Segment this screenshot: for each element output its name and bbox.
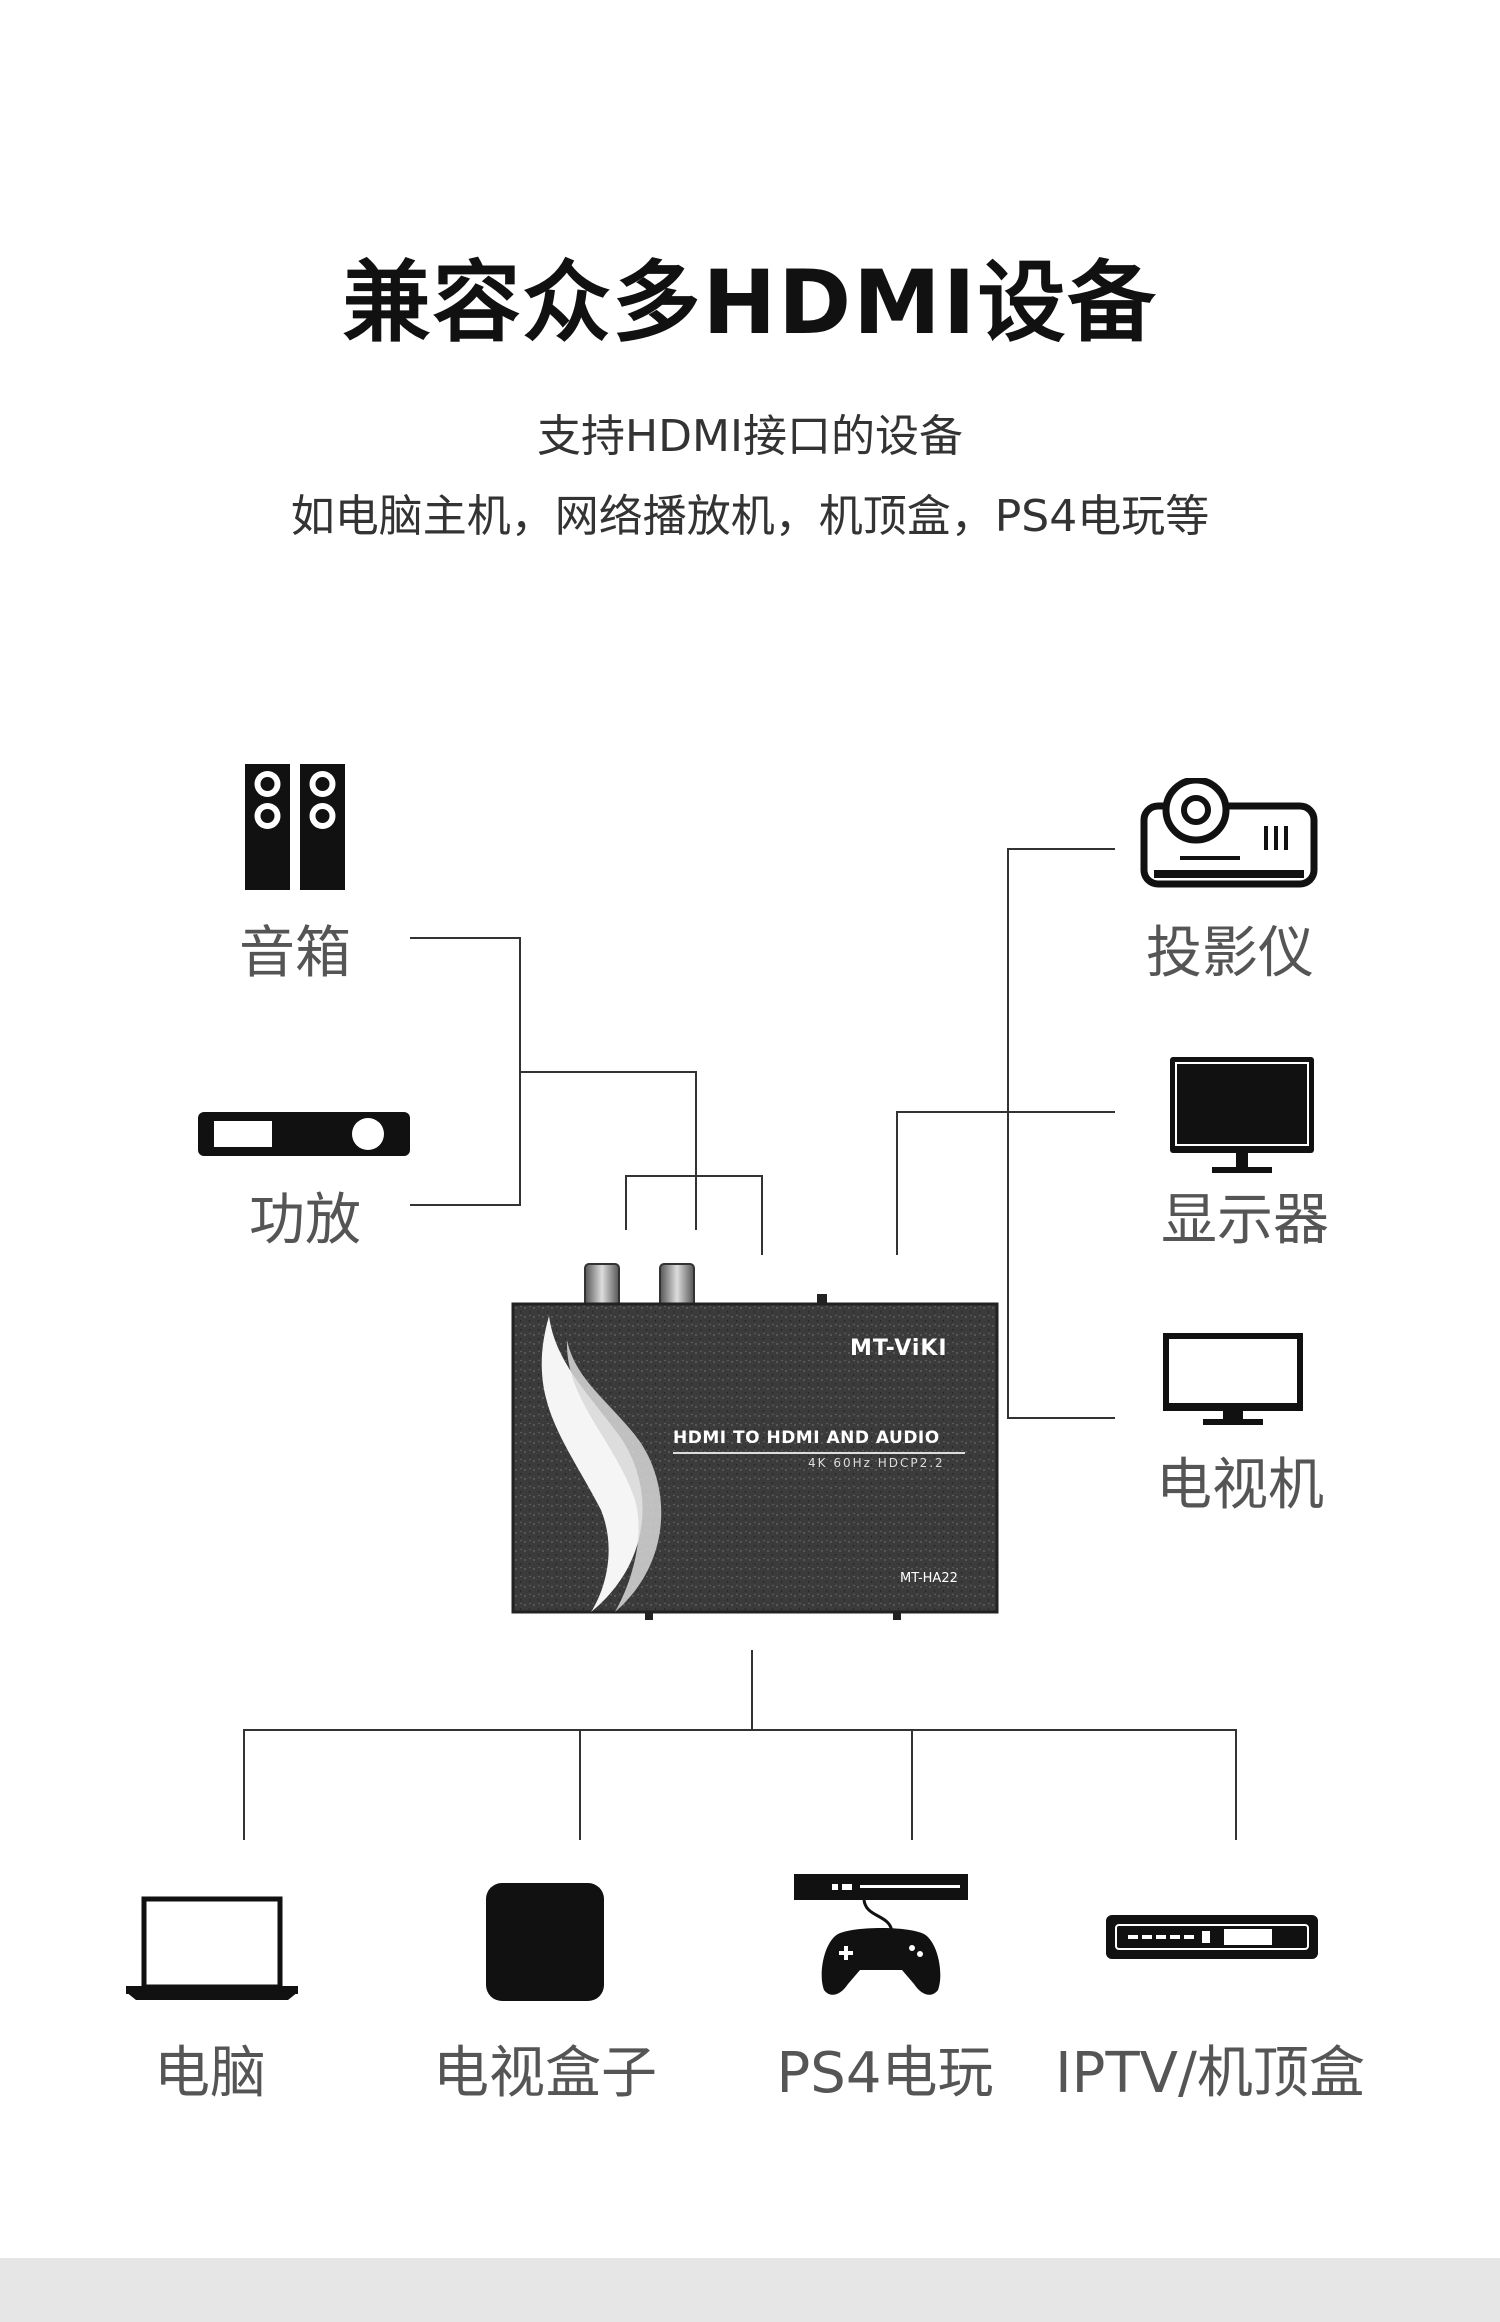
subtitle-line-2: 如电脑主机，网络播放机，机顶盒，PS4电玩等	[290, 491, 1210, 542]
wire-left-bracket	[410, 937, 521, 1206]
page-title: 兼容众多HDMI设备	[342, 251, 1158, 354]
game-console-icon	[794, 1874, 968, 1995]
wire-bottom-bus	[243, 1729, 1237, 1840]
wire-monitor-to-device	[896, 1111, 1115, 1255]
label-speaker: 音箱	[239, 921, 351, 986]
device-product-name: HDMI TO HDMI AND AUDIO	[673, 1428, 940, 1448]
label-monitor: 显示器	[1161, 1188, 1329, 1253]
device-product-underline	[673, 1452, 965, 1454]
label-tv-box: 电视盒子	[433, 2041, 657, 2106]
device-brand: MT-ViKI	[850, 1336, 948, 1361]
bottom-strip	[0, 2258, 1500, 2322]
wire-rca-bridge	[625, 1175, 763, 1255]
tv-icon	[1163, 1333, 1303, 1425]
label-laptop: 电脑	[154, 2041, 266, 2106]
label-game-console: PS4电玩	[776, 2041, 994, 2106]
label-projector: 投影仪	[1146, 921, 1314, 986]
device-model: MT-HA22	[900, 1571, 958, 1586]
wire-right-bracket	[1007, 848, 1115, 1419]
laptop-icon	[126, 1896, 298, 2000]
set-top-box-icon	[1106, 1915, 1318, 1959]
label-tv: 电视机	[1156, 1453, 1324, 1518]
projector-icon	[1140, 778, 1318, 888]
subtitle-line-1: 支持HDMI接口的设备	[537, 411, 963, 462]
label-amplifier: 功放	[249, 1188, 361, 1253]
wire-left-to-device	[520, 1071, 697, 1230]
device-product-spec: 4K 60Hz HDCP2.2	[808, 1456, 945, 1470]
monitor-icon	[1170, 1057, 1314, 1173]
label-set-top-box: IPTV/机顶盒	[1055, 2041, 1365, 2106]
tv-box-icon	[486, 1883, 604, 2001]
hdmi-audio-extractor-device	[511, 1263, 999, 1620]
speaker-icon	[245, 764, 345, 890]
amplifier-icon	[198, 1112, 410, 1156]
